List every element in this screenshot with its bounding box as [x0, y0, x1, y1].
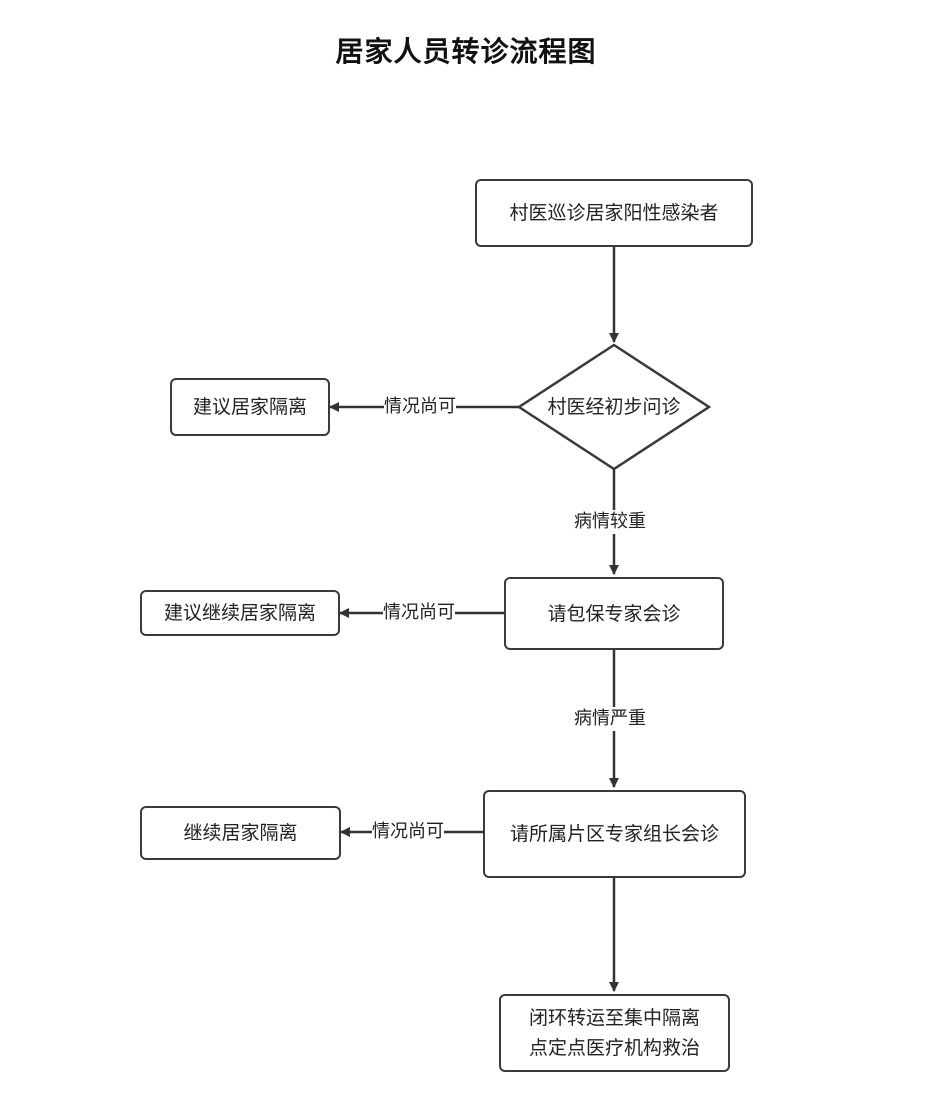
decision-label: 村医经初步问诊 — [547, 396, 681, 418]
page-title: 居家人员转诊流程图 — [335, 35, 597, 68]
district-consult-box: 请所属片区专家组长会诊 — [483, 790, 746, 878]
edge-label-acceptable-3: 情况尚可 — [372, 820, 444, 844]
start-box: 村医巡诊居家阳性感染者 — [475, 179, 753, 247]
expert-consult-box: 请包保专家会诊 — [504, 577, 724, 650]
edge-label-serious: 病情较重 — [574, 510, 646, 534]
transfer-line-2: 点定点医疗机构救治 — [528, 1037, 700, 1059]
edge-label-acceptable-1: 情况尚可 — [384, 395, 456, 419]
continue-home-isolation-box: 继续居家隔离 — [140, 806, 341, 860]
continue-home-isolation-advice-box: 建议继续居家隔离 — [140, 590, 340, 636]
edge-label-severe: 病情严重 — [574, 707, 646, 731]
home-isolation-box: 建议居家隔离 — [170, 378, 330, 436]
transfer-box: 闭环转运至集中隔离 点定点医疗机构救治 — [499, 994, 730, 1072]
edge-label-acceptable-2: 情况尚可 — [383, 601, 455, 625]
transfer-line-1: 闭环转运至集中隔离 — [528, 1007, 700, 1029]
